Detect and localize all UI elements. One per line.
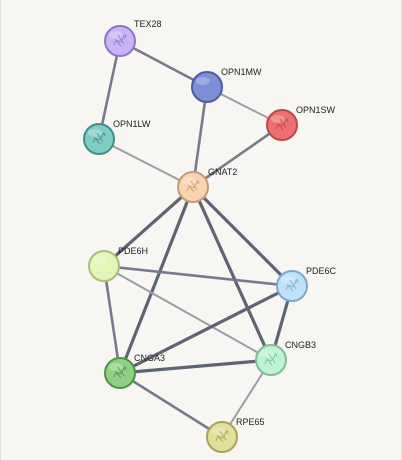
edge-pde6h-cngb3[interactable]: [103, 265, 272, 361]
edge-layer: [97, 39, 294, 439]
protein-structure-icon: [215, 430, 229, 443]
node-label: RPE65: [236, 417, 265, 427]
node-label: OPN1SW: [296, 105, 336, 115]
node-opn1lw[interactable]: OPN1LW: [83, 119, 151, 155]
node-label: OPN1LW: [113, 119, 151, 129]
node-tex28[interactable]: TEX28: [104, 19, 162, 57]
edge-opn1sw-gnat2[interactable]: [191, 123, 284, 189]
node-opn1mw[interactable]: OPN1MW: [191, 67, 262, 103]
edge-opn1mw-gnat2[interactable]: [191, 85, 209, 189]
node-highlight: [196, 77, 210, 85]
edge-gnat2-pde6h[interactable]: [102, 185, 195, 268]
protein-structure-icon: [113, 34, 127, 47]
node-highlight: [211, 427, 225, 435]
node-highlight: [260, 350, 274, 358]
edge-cngb3-cnga3[interactable]: [118, 358, 273, 375]
node-label: OPN1MW: [221, 67, 262, 77]
edge-pde6h-pde6c[interactable]: [102, 264, 294, 288]
node-highlight: [88, 129, 102, 137]
node-label: GNAT2: [208, 167, 237, 177]
protein-structure-icon: [113, 366, 127, 379]
protein-structure-icon: [92, 132, 106, 145]
protein-structure-icon: [186, 180, 200, 193]
node-cnga3[interactable]: CNGA3: [104, 353, 165, 389]
edge-cnga3-rpe65[interactable]: [118, 371, 224, 439]
node-highlight: [182, 177, 196, 185]
edge-tex28-opn1lw[interactable]: [97, 39, 122, 141]
node-circle[interactable]: [88, 250, 120, 282]
protein-structure-icon: [275, 118, 289, 131]
node-pde6c[interactable]: PDE6C: [276, 266, 337, 302]
node-circle[interactable]: [255, 344, 287, 376]
node-circle[interactable]: [177, 171, 209, 203]
node-highlight: [109, 31, 123, 39]
node-gnat2[interactable]: GNAT2: [177, 167, 237, 203]
edge-pde6h-cnga3[interactable]: [102, 264, 122, 375]
protein-structure-icon: [285, 279, 299, 292]
edge-gnat2-pde6c[interactable]: [191, 185, 294, 288]
edge-pde6c-cnga3[interactable]: [118, 284, 294, 375]
protein-structure-icon: [264, 353, 278, 366]
node-label: CNGA3: [134, 353, 165, 363]
node-highlight: [271, 115, 285, 123]
edge-tex28-opn1mw[interactable]: [118, 39, 209, 89]
node-highlight: [281, 276, 295, 284]
node-circle[interactable]: [83, 123, 115, 155]
node-label: CNGB3: [285, 340, 316, 350]
node-highlight: [109, 363, 123, 371]
node-circle[interactable]: [276, 270, 308, 302]
node-opn1sw[interactable]: OPN1SW: [266, 105, 336, 141]
node-circle[interactable]: [104, 25, 136, 57]
node-circle[interactable]: [266, 109, 298, 141]
node-highlight: [93, 256, 107, 264]
node-label: TEX28: [134, 19, 162, 29]
node-circle[interactable]: [104, 357, 136, 389]
node-pde6h[interactable]: PDE6H: [88, 246, 148, 282]
edge-opn1lw-gnat2[interactable]: [98, 138, 194, 188]
node-label: PDE6H: [118, 246, 148, 256]
node-label: PDE6C: [306, 266, 337, 276]
node-circle[interactable]: [206, 421, 238, 453]
node-rpe65[interactable]: RPE65: [206, 417, 265, 453]
node-circle[interactable]: [191, 71, 223, 103]
edge-gnat2-cngb3[interactable]: [191, 185, 273, 362]
node-cngb3[interactable]: CNGB3: [255, 340, 316, 376]
edge-gnat2-cnga3[interactable]: [118, 185, 195, 375]
